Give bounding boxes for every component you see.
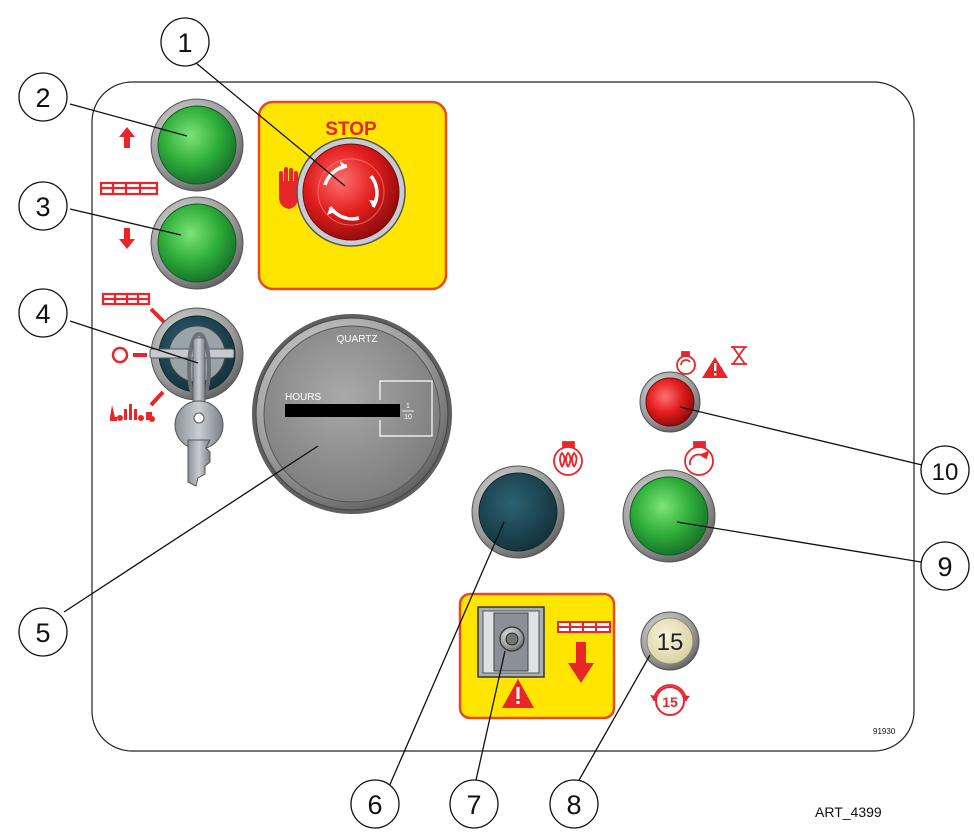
lowering-platform-icon [557, 621, 611, 633]
emergency-lowering-plate [458, 592, 616, 720]
engine-fault-icon [676, 351, 696, 375]
svg-text:4: 4 [35, 299, 50, 329]
fault-indicator-lamp [639, 371, 701, 433]
svg-text:3: 3 [35, 192, 50, 222]
meter-hours-label: HOURS [285, 392, 321, 403]
platform-mode-icon [101, 292, 151, 306]
warning-icon [702, 357, 728, 378]
callout-9: 9 [920, 541, 970, 591]
svg-text:1: 1 [177, 28, 192, 58]
svg-text:8: 8 [566, 790, 581, 820]
svg-text:2: 2 [35, 83, 50, 113]
svg-text:9: 9 [937, 552, 952, 582]
lowering-arrow-icon [568, 642, 594, 683]
art-number: ART_4399 [815, 804, 882, 820]
timer-button-label: 15 [657, 629, 684, 656]
timer-icon: 15 [650, 684, 690, 716]
svg-text:5: 5 [35, 618, 50, 648]
meter-fraction-frame [379, 380, 433, 437]
svg-text:10: 10 [932, 459, 959, 486]
off-position-icon [111, 346, 129, 364]
callout-7: 7 [449, 779, 499, 829]
stop-label: STOP [325, 119, 377, 140]
callout-3: 3 [18, 181, 68, 231]
callout-6: 6 [350, 779, 400, 829]
down-arrow-icon [119, 228, 135, 249]
callout-1: 1 [160, 17, 210, 67]
callout-4: 4 [18, 288, 68, 338]
timer-icon-label: 15 [662, 694, 678, 710]
panel-code: 91930 [873, 727, 896, 736]
emergency-stop-plate: STOP [257, 100, 448, 291]
meter-fraction-denominator: 10 [404, 414, 412, 421]
key-icon [174, 332, 224, 487]
hour-meter: QUARTZ HOURS 1 10 [252, 314, 452, 514]
platform-icon [99, 181, 159, 196]
callout-8: 8 [549, 779, 599, 829]
callout-2: 2 [18, 72, 68, 122]
glow-plug-button[interactable] [471, 465, 565, 559]
svg-text:6: 6 [367, 790, 382, 820]
engine-start-icon [684, 441, 714, 476]
callout-leader-lines [63, 62, 923, 790]
svg-text:7: 7 [466, 790, 481, 820]
platform-down-button[interactable] [150, 196, 244, 290]
callout-5: 5 [18, 607, 68, 657]
glow-plug-icon [553, 441, 583, 476]
emergency-stop-button[interactable] [296, 137, 406, 247]
timer-button[interactable]: 15 [640, 611, 700, 671]
warning-icon [502, 679, 534, 708]
engine-start-button[interactable] [622, 469, 716, 563]
ground-control-icon [110, 404, 155, 422]
hourglass-icon [731, 346, 747, 365]
key-position-marker-bottom [149, 390, 165, 407]
up-arrow-icon [119, 127, 135, 148]
meter-counter-window [285, 404, 400, 417]
toggle-switch[interactable] [477, 606, 545, 678]
meter-fraction-numerator: 1 [406, 403, 410, 410]
key-position-marker-top [149, 307, 166, 324]
meter-brand-label: QUARTZ [337, 334, 378, 345]
callout-10: 10 [920, 445, 970, 495]
platform-up-button[interactable] [150, 98, 244, 192]
